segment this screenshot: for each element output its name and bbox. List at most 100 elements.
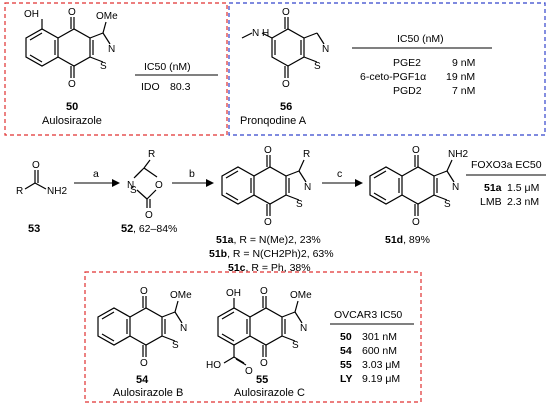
atom-o-bottom-55: O	[260, 358, 268, 369]
structure-56	[241, 17, 325, 78]
product-desc-51c: , R = Ph, 38%	[246, 262, 311, 274]
product-desc-51a: , R = N(Me)2, 23%	[234, 234, 321, 246]
atom-n-54: N	[180, 323, 187, 334]
pg-row-value-3: 7 nM	[452, 85, 475, 97]
atom-nh2-51d: NH2	[448, 149, 468, 160]
atom-o-bottom-50: O	[68, 79, 76, 90]
arrow-a-head	[112, 179, 120, 187]
structure-52	[133, 159, 158, 208]
product-id-51d: 51d	[385, 234, 403, 246]
ovcar-table-header: OVCAR3 IC50	[334, 309, 402, 321]
atom-o-acid-55: O	[245, 366, 253, 377]
structure-55	[217, 296, 303, 366]
atom-ho-55: HO	[206, 360, 221, 371]
yield-51d: , 89%	[403, 234, 430, 246]
atom-oh-55: OH	[226, 288, 241, 299]
compound-number-50: 50	[66, 101, 78, 113]
compound-name-55: Aulosirazole C	[234, 387, 305, 399]
atom-n-55: N	[300, 323, 307, 334]
atom-s-55: S	[292, 340, 299, 351]
atom-oh-50: OH	[24, 9, 39, 20]
ovcar-row-value-2: 600 nM	[362, 345, 397, 357]
yield-52: , 62–84%	[133, 223, 177, 235]
atom-o-bottom-51: O	[264, 217, 272, 228]
box-aulosirazole-bc	[84, 271, 422, 403]
arrow-b-head	[206, 179, 214, 187]
product-line-51a: 51a, R = N(Me)2, 23%	[216, 234, 321, 246]
pg-row-label-3: PGD2	[393, 85, 422, 97]
atom-o-bottom-54: O	[140, 358, 148, 369]
atom-o-top-54: O	[140, 286, 148, 297]
structure-54	[97, 296, 183, 357]
product-line-51c: 51c, R = Ph, 38%	[228, 262, 311, 274]
ovcar-row-label-3: 55	[340, 359, 352, 371]
atom-n-51d: N	[452, 182, 459, 193]
atom-o-top-55: O	[260, 286, 268, 297]
arrow-a-label: a	[93, 168, 99, 180]
compound-number-52: 52	[121, 223, 133, 235]
box-aulosirazole	[4, 2, 228, 136]
product-line-51d: 51d, 89%	[385, 234, 430, 246]
pg-row-value-2: 19 nM	[446, 71, 475, 83]
atom-r-51: R	[303, 149, 310, 160]
pg-row-label-1: PGE2	[393, 57, 421, 69]
ovcar-row-value-3: 3.03 μM	[362, 359, 400, 371]
box-pronqodine	[228, 2, 546, 136]
atom-s-51: S	[296, 199, 303, 210]
atom-o-53: O	[32, 160, 40, 171]
ovcar-row-label-4: LY	[340, 373, 352, 385]
atom-o-carbonyl-52: O	[145, 210, 153, 221]
atom-o-top-56: O	[282, 7, 290, 18]
compound-number-56: 56	[280, 101, 292, 113]
foxo-row-label-2: LMB	[480, 196, 502, 208]
foxo-row-value-2: 2.3 nM	[507, 196, 539, 208]
atom-n-51: N	[304, 182, 311, 193]
ovcar-row-value-4: 9.19 μM	[362, 373, 400, 385]
ovcar-row-label-2: 54	[340, 345, 352, 357]
structure-50	[25, 17, 111, 78]
atom-n-50: N	[108, 44, 115, 55]
product-id-51c: 51c	[228, 262, 246, 274]
foxo-row-value-1: 1.5 μM	[507, 182, 539, 194]
compound-name-50: Aulosirazole	[42, 115, 102, 127]
compound-number-54: 54	[136, 374, 149, 386]
foxo-table-header: FOXO3a EC50	[471, 159, 542, 171]
product-id-51b: 51b	[209, 248, 227, 260]
atom-o-bottom-56: O	[282, 79, 290, 90]
compound-name-56: Pronqodine A	[240, 115, 307, 127]
atom-o-ring-52: O	[155, 180, 163, 191]
structure-51d	[369, 155, 455, 216]
atom-nh2-53: NH2	[47, 186, 67, 197]
atom-h-nh-56: H	[262, 28, 269, 39]
pg-row-label-2: 6-ceto-PGF1α	[360, 71, 426, 83]
product-id-51a: 51a	[216, 234, 234, 246]
ido-row-value: 80.3	[170, 81, 191, 93]
atom-ome-55: OMe	[290, 290, 312, 301]
arrow-b-label: b	[189, 168, 195, 180]
ovcar-row-label-1: 50	[340, 331, 352, 343]
foxo-row-label-1: 51a	[484, 182, 502, 194]
structure-51	[221, 155, 307, 216]
arrow-c-head	[355, 179, 363, 187]
structure-53	[24, 170, 47, 190]
compound-number-53: 53	[28, 223, 40, 235]
atom-s-56: S	[314, 61, 321, 72]
atom-s-50: S	[100, 61, 107, 72]
pg-row-value-1: 9 nM	[452, 57, 475, 69]
arrow-c-label: c	[337, 168, 342, 180]
product-line-51b: 51b, R = N(CH2Ph)2, 63%	[209, 248, 334, 260]
ovcar-row-value-1: 301 nM	[362, 331, 397, 343]
atom-r-53: R	[16, 186, 23, 197]
atom-r-52: R	[148, 149, 155, 160]
compound-name-54: Aulosirazole B	[113, 387, 183, 399]
atom-o-top-51: O	[264, 145, 272, 156]
atom-o-top-51d: O	[412, 145, 420, 156]
ido-table-header: IC50 (nM)	[144, 61, 191, 73]
product-desc-51b: , R = N(CH2Ph)2, 63%	[227, 248, 334, 260]
atom-o-top-50: O	[68, 7, 76, 18]
atom-ome-54: OMe	[170, 290, 192, 301]
ido-row-label: IDO	[141, 81, 160, 93]
pg-table-header: IC50 (nM)	[397, 33, 444, 45]
atom-s-51d: S	[444, 199, 451, 210]
